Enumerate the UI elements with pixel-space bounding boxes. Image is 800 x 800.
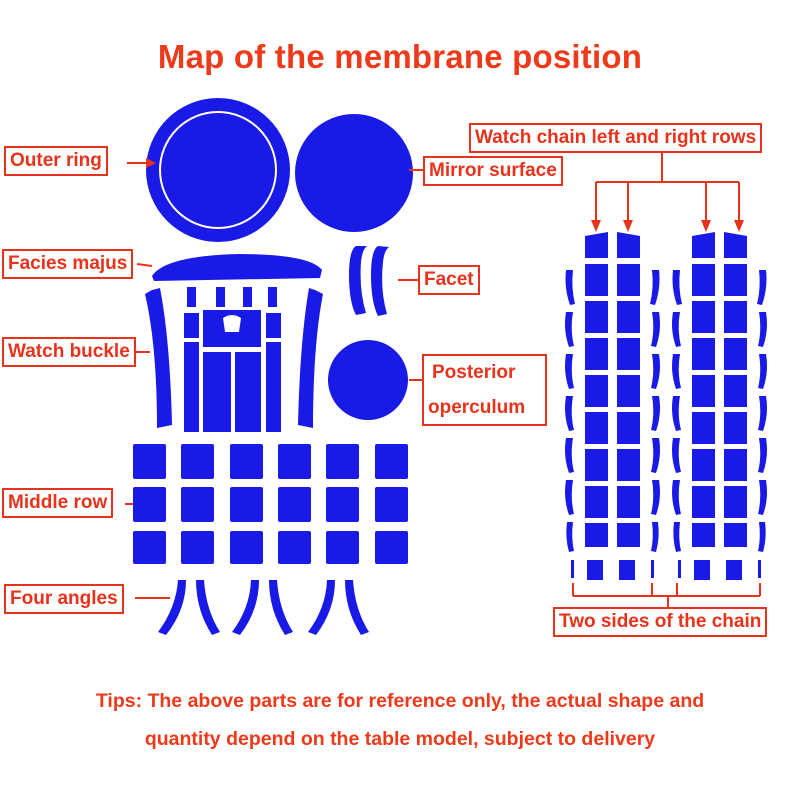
label-posterior-line2: operculum bbox=[428, 397, 526, 418]
label-watch-chain-rows: Watch chain left and right rows bbox=[469, 123, 763, 153]
watch-chain-left-group bbox=[565, 232, 660, 580]
four-angles-parts bbox=[158, 580, 369, 635]
facet-part-right bbox=[371, 246, 389, 316]
label-facet: Facet bbox=[418, 265, 480, 295]
watch-buckle-parts bbox=[145, 287, 323, 432]
leader-lines bbox=[125, 151, 761, 608]
tips-line-1: Tips: The above parts are for reference … bbox=[95, 690, 705, 712]
label-middle-row: Middle row bbox=[2, 488, 114, 518]
facies-majus-part bbox=[152, 254, 322, 281]
middle-row-parts bbox=[133, 444, 408, 564]
posterior-operculum-part bbox=[328, 340, 408, 420]
label-posterior-line1: Posterior bbox=[432, 362, 516, 383]
label-watch-buckle: Watch buckle bbox=[2, 337, 136, 367]
tips-line-2: quantity depend on the table model, subj… bbox=[144, 728, 656, 750]
leader-arrowheads bbox=[146, 158, 744, 232]
label-two-sides-chain: Two sides of the chain bbox=[553, 607, 768, 637]
label-four-angles: Four angles bbox=[4, 584, 124, 614]
label-mirror-surface: Mirror surface bbox=[423, 156, 563, 186]
mirror-surface-part bbox=[295, 114, 413, 232]
watch-chain-right-group bbox=[672, 232, 767, 580]
outer-ring-part bbox=[146, 98, 290, 242]
facet-part-left bbox=[349, 246, 367, 315]
label-outer-ring: Outer ring bbox=[4, 146, 108, 176]
label-posterior-operculum-box bbox=[422, 354, 547, 426]
diagram-title: Map of the membrane position bbox=[157, 38, 643, 75]
label-facies-majus: Facies majus bbox=[2, 249, 134, 279]
